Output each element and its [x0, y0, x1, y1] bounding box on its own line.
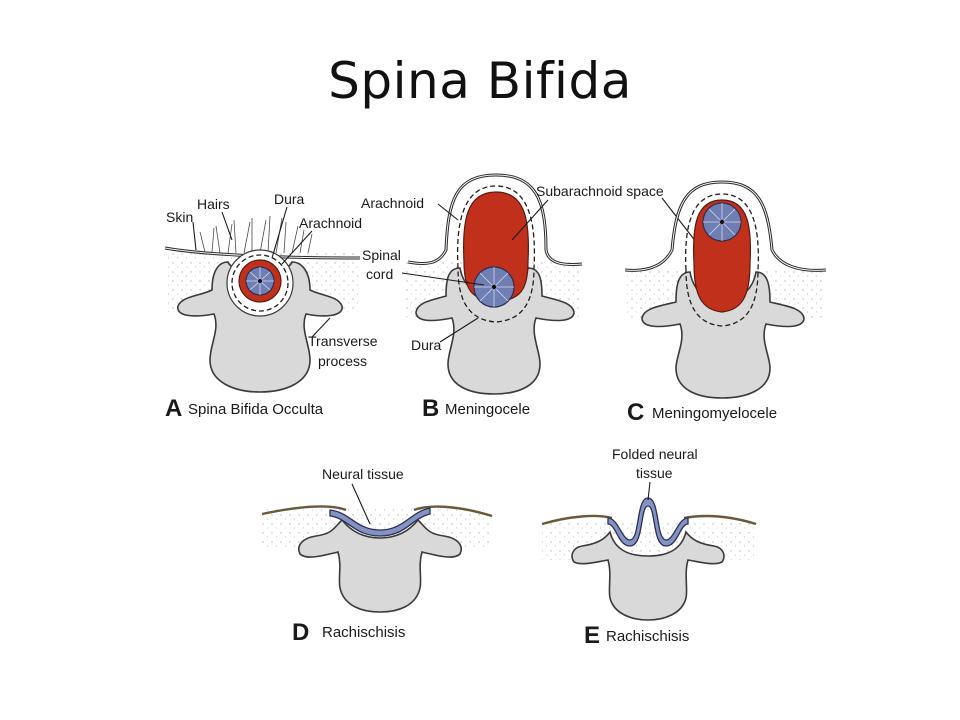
label-dura: Dura — [274, 191, 305, 207]
label-transverse: Transverse — [308, 333, 378, 349]
slide-title: Spina Bifida — [328, 52, 632, 110]
hairs — [199, 215, 313, 254]
label-dura: Dura — [411, 337, 442, 353]
neural-tissue — [329, 507, 431, 537]
panel-a: Skin Hairs Dura Arachnoid Transverse pro… — [164, 191, 378, 422]
panel-b: Arachnoid Spinal cord Dura Subarachnoid … — [361, 173, 711, 422]
label-folded-tissue: tissue — [636, 465, 673, 481]
label-cord: cord — [366, 266, 393, 282]
label-neural-tissue: Neural tissue — [322, 466, 404, 482]
label-process: process — [318, 353, 367, 369]
panel-d: Neural tissue D Rachischisis — [261, 466, 493, 646]
panel-e: Folded neural tissue E Rachischisis — [541, 446, 757, 649]
label-hairs: Hairs — [197, 196, 230, 212]
label-subarachnoid: Subarachnoid space — [536, 183, 664, 199]
dura-outline — [456, 185, 536, 323]
label-arachnoid: Arachnoid — [299, 215, 362, 231]
label-skin: Skin — [166, 209, 193, 225]
panel-d-caption: Rachischisis — [322, 624, 405, 641]
spinal-cord — [702, 202, 742, 242]
spinal-cord — [473, 266, 515, 308]
vertebra — [177, 261, 343, 393]
panel-c-letter: C — [627, 399, 644, 426]
skin-line — [261, 505, 347, 516]
panel-b-letter: B — [422, 395, 439, 422]
folded-neural-tissue — [607, 497, 689, 547]
dura-outline — [685, 193, 759, 327]
skin-line — [541, 514, 613, 526]
panel-b-caption: Meningocele — [445, 401, 530, 418]
vertebra — [641, 271, 805, 399]
panel-c-caption: Meningomyelocele — [652, 405, 777, 422]
panel-c: C Meningomyelocele — [624, 180, 827, 426]
spinal-cord — [245, 266, 275, 296]
label-spinal: Spinal — [362, 247, 401, 263]
panel-e-letter: E — [584, 622, 600, 649]
label-arachnoid: Arachnoid — [361, 195, 424, 211]
vertebra — [571, 530, 725, 621]
dura-ring — [231, 254, 289, 312]
panel-a-letter: A — [165, 395, 182, 422]
panel-e-caption: Rachischisis — [606, 628, 689, 645]
panel-d-letter: D — [292, 619, 309, 646]
label-folded: Folded neural — [612, 446, 698, 462]
panel-a-caption: Spina Bifida Occulta — [188, 401, 324, 418]
